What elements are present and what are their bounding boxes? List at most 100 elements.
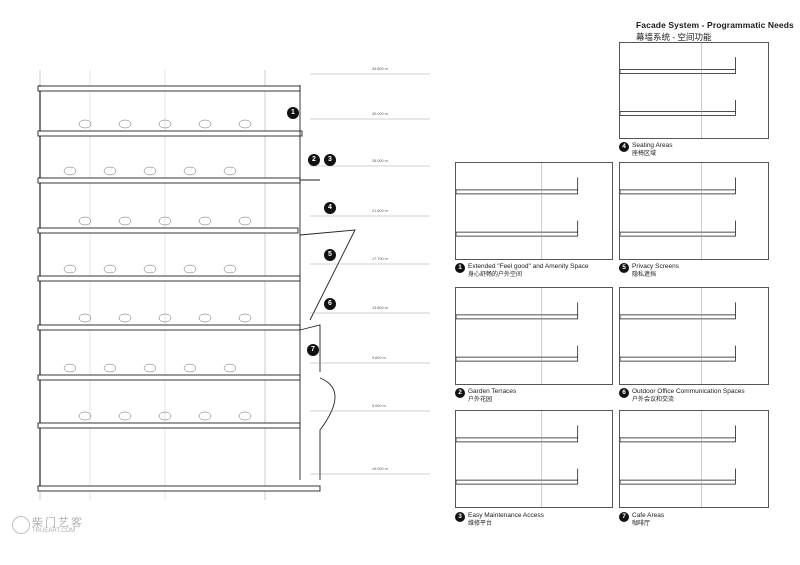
furniture-sketch	[198, 313, 212, 323]
caption-3-number: 3	[455, 512, 465, 522]
detail-slab	[456, 314, 579, 320]
furniture-sketch	[103, 363, 117, 373]
furniture-sketch	[103, 166, 117, 176]
furniture-sketch	[198, 411, 212, 421]
floor-slab	[37, 177, 301, 184]
title-zh: 幕墙系统 - 空间功能	[636, 32, 712, 42]
marker-1: 1	[287, 107, 299, 119]
caption-4-zh: 座椅区域	[632, 151, 657, 157]
caption-7-zh: 咖啡厅	[632, 521, 651, 527]
furniture-sketch	[63, 363, 77, 373]
floor-slab	[37, 422, 301, 429]
furniture-sketch	[158, 119, 172, 129]
level-markers	[310, 73, 430, 475]
caption-7-en: Cafe Areas	[632, 512, 665, 519]
caption-4-en: Seating Areas	[632, 142, 673, 149]
caption-3-en: Easy Maintenance Access	[468, 512, 544, 519]
detail-slab	[620, 189, 736, 195]
watermark-logo-icon	[12, 516, 30, 534]
caption-2-en: Garden Terraces	[468, 388, 517, 395]
level-label: 9.600 m	[372, 356, 386, 360]
caption-6-number: 6	[619, 388, 629, 398]
furniture-sketch	[198, 216, 212, 226]
furniture-sketch	[78, 119, 92, 129]
furniture-sketch	[223, 264, 237, 274]
furniture-sketch	[78, 216, 92, 226]
caption-3-zh: 维修平台	[468, 521, 493, 527]
building-section	[37, 70, 430, 500]
detail-panel-2	[455, 287, 613, 385]
detail-slab	[620, 231, 736, 237]
furniture-sketch	[158, 411, 172, 421]
marker-4: 4	[324, 202, 336, 214]
caption-1-zh: 身心舒畅的户外空间	[468, 272, 523, 278]
furniture-sketch	[143, 363, 157, 373]
facade-outline	[299, 85, 356, 480]
level-label: 5.000 m	[372, 404, 386, 408]
furniture-sketch	[78, 411, 92, 421]
furniture-sketch	[118, 216, 132, 226]
level-label: 26.000 m	[372, 159, 388, 163]
detail-panel-4	[619, 42, 769, 139]
caption-2-zh: 户外花园	[468, 397, 493, 403]
caption-1-en: Extended "Feel good" and Amenity Space	[468, 263, 589, 270]
title-en: Facade System - Programmatic Needs	[636, 20, 794, 30]
furniture-sketch	[183, 363, 197, 373]
detail-slab	[620, 314, 736, 320]
caption-5-number: 5	[619, 263, 629, 273]
caption-2-number: 2	[455, 388, 465, 398]
furniture-sketch	[103, 264, 117, 274]
furniture-sketch	[223, 363, 237, 373]
detail-panel-3	[455, 410, 613, 508]
detail-slab	[620, 111, 736, 116]
detail-slab	[620, 437, 736, 443]
floor-slab	[37, 130, 303, 137]
floor-slab	[37, 275, 301, 282]
marker-6: 6	[324, 298, 336, 310]
watermark-cn: 柴门艺客	[32, 517, 84, 529]
furniture-sketch	[238, 411, 252, 421]
detail-slab	[456, 479, 579, 485]
furniture-sketch	[143, 166, 157, 176]
marker-5: 5	[324, 249, 336, 261]
caption-1-number: 1	[455, 263, 465, 273]
floor-slab	[37, 227, 299, 234]
detail-slab	[620, 356, 736, 362]
detail-slab	[456, 356, 579, 362]
detail-slab	[620, 69, 736, 75]
level-label: 34.800 m	[372, 67, 388, 71]
furniture-sketch	[223, 166, 237, 176]
detail-panel-5	[619, 162, 769, 260]
watermark-en: TRUEART.COM	[32, 528, 76, 534]
caption-5-zh: 隐私遮挡	[632, 272, 657, 278]
marker-2: 2	[308, 154, 320, 166]
caption-6-en: Outdoor Office Communication Spaces	[632, 388, 745, 395]
floor-slab	[37, 485, 321, 492]
level-label: ±0.000 m	[372, 467, 388, 471]
level-label: 13.800 m	[372, 306, 388, 310]
floor-slab	[37, 85, 301, 92]
furniture-sketch	[158, 313, 172, 323]
level-label: 17.700 m	[372, 257, 388, 261]
furniture-sketch	[63, 166, 77, 176]
furniture-sketch	[238, 119, 252, 129]
furniture-sketch	[183, 166, 197, 176]
caption-5-en: Privacy Screens	[632, 263, 679, 270]
detail-slab	[456, 437, 579, 443]
furniture-sketch	[158, 216, 172, 226]
furniture-sketch	[78, 313, 92, 323]
caption-6-zh: 户外会议和交流	[632, 397, 675, 403]
marker-3: 3	[324, 154, 336, 166]
detail-slab	[456, 231, 579, 237]
furniture-sketch	[238, 313, 252, 323]
level-label: 21.600 m	[372, 209, 388, 213]
detail-slab	[620, 479, 736, 485]
detail-panel-6	[619, 287, 769, 385]
furniture-sketch	[198, 119, 212, 129]
furniture-sketch	[143, 264, 157, 274]
furniture-sketch	[63, 264, 77, 274]
floor-slab	[37, 324, 301, 331]
furniture-sketch	[118, 411, 132, 421]
detail-panel-7	[619, 410, 769, 508]
detail-slab	[456, 189, 579, 195]
